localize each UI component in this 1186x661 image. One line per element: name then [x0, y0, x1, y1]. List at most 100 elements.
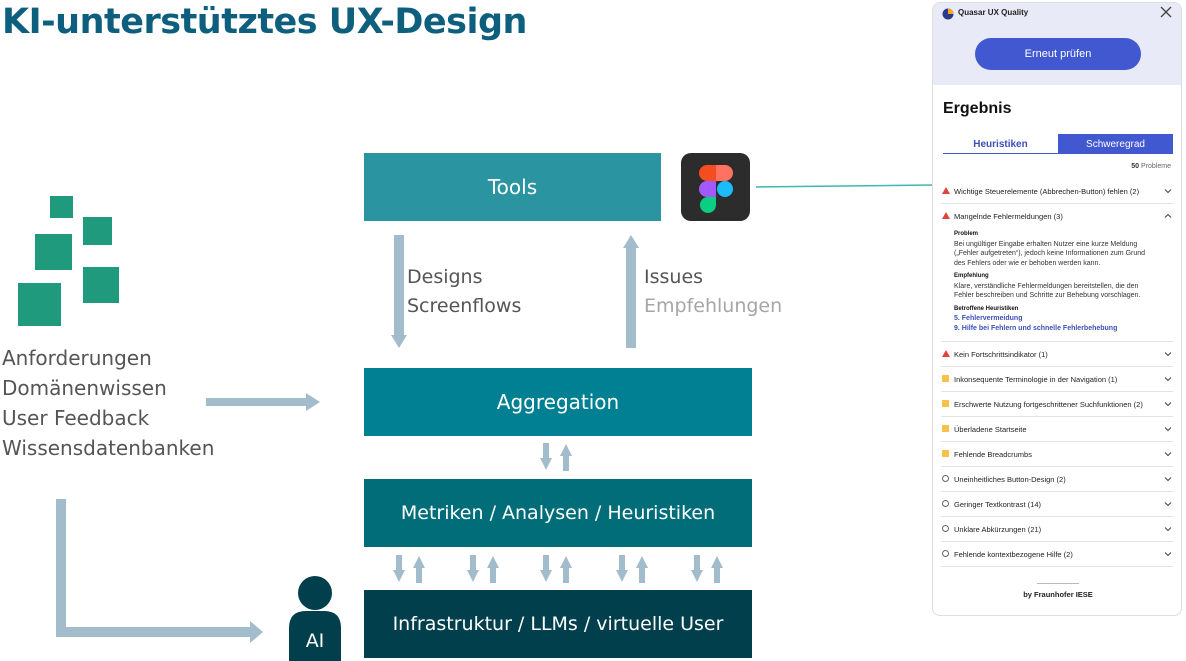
tools-box: Tools — [364, 153, 661, 221]
tab-severity[interactable]: Schweregrad — [1058, 134, 1173, 154]
panel-footer: by Fraunhofer IESE — [1023, 590, 1093, 599]
slide-title: KI-unterstütztes UX-Design — [2, 2, 527, 42]
footer-divider — [1037, 583, 1079, 584]
input-source-item: Anforderungen — [2, 346, 152, 370]
tab-heuristics[interactable]: Heuristiken — [943, 134, 1058, 154]
issue-label: Mangelnde Fehlermeldungen (3) — [954, 211, 1063, 221]
ai-label: AI — [305, 630, 325, 652]
chevron-down-icon — [1164, 427, 1172, 432]
quasar-logo-icon — [942, 8, 954, 20]
arrow-up-icon — [623, 235, 639, 348]
chevron-down-icon — [1164, 527, 1172, 532]
chevron-up-icon — [1164, 213, 1172, 218]
issue-item-expanded: Mangelnde Fehlermeldungen (3) Problem Be… — [941, 204, 1173, 342]
flow-label-issues: Issues — [644, 266, 704, 288]
bidirectional-arrow-icon — [393, 555, 425, 583]
issue-item: Fehlende kontextbezogene Hilfe (2) — [941, 542, 1173, 567]
warning-triangle-icon — [942, 350, 950, 357]
infrastructure-label: Infrastruktur / LLMs / virtuelle User — [392, 613, 724, 635]
problem-heading: Problem — [954, 231, 979, 237]
medium-severity-square-icon — [942, 375, 949, 382]
result-tabs: Heuristiken Schweregrad — [943, 134, 1173, 154]
issue-label: Wichtige Steuerelemente (Abbrechen-Butto… — [954, 186, 1140, 196]
issue-header[interactable]: Kein Fortschrittsindikator (1) — [941, 342, 1173, 366]
chevron-down-icon — [1164, 502, 1172, 507]
bidirectional-arrow-icon — [540, 555, 572, 583]
chevron-down-icon — [1164, 552, 1172, 557]
heuristic-link[interactable]: 5. Fehlervermeidung — [954, 315, 1023, 322]
recheck-button[interactable]: Erneut prüfen — [975, 38, 1141, 70]
close-icon[interactable] — [1159, 5, 1173, 19]
issue-header[interactable]: Mangelnde Fehlermeldungen (3) — [941, 204, 1173, 228]
warning-triangle-icon — [942, 212, 950, 219]
ux-quality-panel: Quasar UX Quality Erneut prüfen Ergebnis… — [932, 2, 1182, 616]
chevron-down-icon — [1164, 402, 1172, 407]
panel-app-name: Quasar UX Quality — [958, 8, 1029, 17]
bidirectional-arrow-icon — [691, 555, 723, 583]
issue-label: Kein Fortschrittsindikator (1) — [954, 349, 1048, 359]
issue-header[interactable]: Fehlende Breadcrumbs — [941, 442, 1173, 466]
up-flow-labels: Issues Empfehlungen — [644, 263, 782, 321]
recommendation-text: Klare, verständliche Fehlermeldungen ber… — [954, 282, 1141, 300]
low-severity-circle-icon — [942, 500, 949, 507]
issue-item: Geringer Textkontrast (14) — [941, 492, 1173, 517]
issue-detail: Problem Bei ungültiger Eingabe erhalten … — [941, 230, 1173, 341]
heuristic-link[interactable]: 9. Hilfe bei Fehlern und schnelle Fehler… — [954, 324, 1118, 332]
bidirectional-arrow-icon — [467, 555, 499, 583]
issue-label: Fehlende Breadcrumbs — [954, 449, 1032, 459]
results-heading: Ergebnis — [943, 100, 1012, 117]
chevron-down-icon — [1164, 189, 1172, 194]
issue-label: Fehlende kontextbezogene Hilfe (2) — [954, 549, 1073, 559]
low-severity-circle-icon — [942, 550, 949, 557]
bidirectional-arrow-icon — [616, 555, 648, 583]
square-xlarge — [18, 283, 61, 326]
issue-header[interactable]: Inkonsequente Terminologie in der Naviga… — [941, 367, 1173, 391]
arrow-down-icon — [391, 235, 407, 348]
medium-severity-square-icon — [942, 400, 949, 407]
issue-item: Unklare Abkürzungen (21) — [941, 517, 1173, 542]
issue-header[interactable]: Wichtige Steuerelemente (Abbrechen-Butto… — [941, 179, 1173, 203]
input-source-item: Wissensdatenbanken — [2, 436, 215, 460]
aggregation-box: Aggregation — [364, 368, 752, 436]
heuristics-heading: Betroffene Heuristiken — [954, 305, 1019, 312]
issue-header[interactable]: Überladene Startseite — [941, 417, 1173, 441]
issue-header[interactable]: Fehlende kontextbezogene Hilfe (2) — [941, 542, 1173, 566]
low-severity-circle-icon — [942, 525, 949, 532]
ai-person-icon — [289, 576, 341, 661]
issue-item: Wichtige Steuerelemente (Abbrechen-Butto… — [941, 179, 1173, 204]
issue-item: Überladene Startseite — [941, 417, 1173, 442]
recommendation-heading: Empfehlung — [954, 273, 989, 279]
issue-item: Uneinheitliches Button-Design (2) — [941, 467, 1173, 492]
issue-header[interactable]: Geringer Textkontrast (14) — [941, 492, 1173, 516]
medium-severity-square-icon — [942, 425, 949, 432]
issue-item: Inkonsequente Terminologie in der Naviga… — [941, 367, 1173, 392]
issue-label: Geringer Textkontrast (14) — [954, 499, 1041, 509]
flow-label-screenflows: Screenflows — [407, 295, 522, 317]
problem-text: Bei ungültiger Eingabe erhalten Nutzer e… — [954, 240, 1146, 267]
medium-severity-square-icon — [942, 450, 949, 457]
issue-item: Kein Fortschrittsindikator (1) — [941, 342, 1173, 367]
figma-logo-icon — [681, 153, 750, 221]
chevron-down-icon — [1164, 452, 1172, 457]
problem-count: 50 Probleme — [1131, 163, 1171, 170]
issue-label: Erschwerte Nutzung fortgeschrittener Suc… — [954, 399, 1143, 409]
metrics-box: Metriken / Analysen / Heuristiken — [364, 479, 752, 547]
issue-header[interactable]: Uneinheitliches Button-Design (2) — [941, 467, 1173, 491]
issue-item: Fehlende Breadcrumbs — [941, 442, 1173, 467]
square-large — [83, 267, 119, 303]
flow-label-recommendations: Empfehlungen — [644, 295, 783, 317]
bidirectional-arrow-icon — [540, 443, 572, 471]
issue-list: Wichtige Steuerelemente (Abbrechen-Butto… — [941, 179, 1173, 567]
warning-triangle-icon — [942, 187, 950, 194]
flow-label-designs: Designs — [407, 266, 483, 288]
issue-header[interactable]: Erschwerte Nutzung fortgeschrittener Suc… — [941, 392, 1173, 416]
issue-header[interactable]: Unklare Abkürzungen (21) — [941, 517, 1173, 541]
input-source-item: User Feedback — [2, 406, 150, 430]
arrow-l-shape-icon — [56, 499, 263, 643]
issue-label: Unklare Abkürzungen (21) — [954, 524, 1042, 534]
metrics-label: Metriken / Analysen / Heuristiken — [400, 502, 716, 524]
issue-label: Überladene Startseite — [954, 424, 1027, 434]
chevron-down-icon — [1164, 352, 1172, 357]
arrow-right-icon — [206, 393, 320, 411]
